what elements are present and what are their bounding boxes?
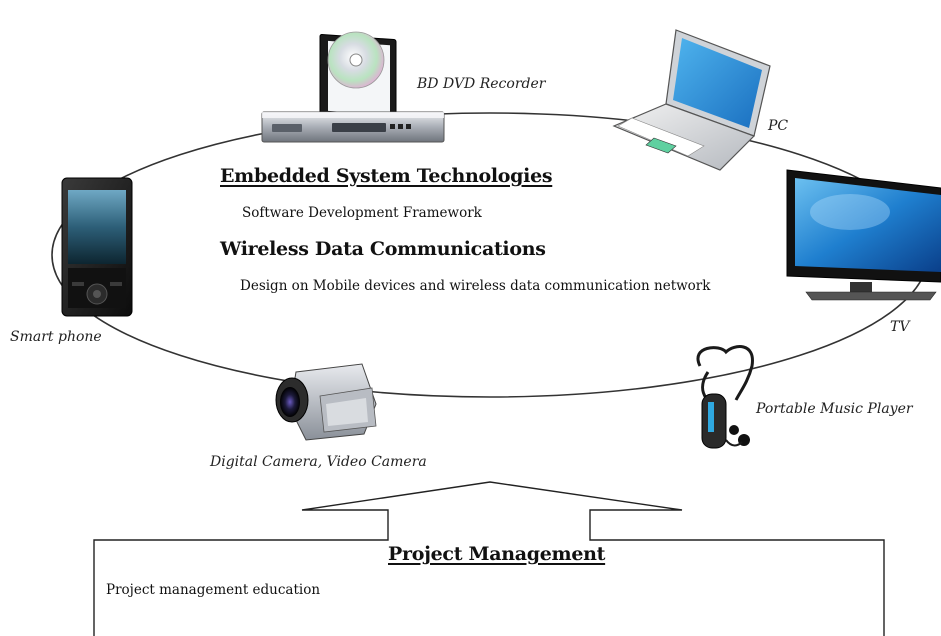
laptop-icon <box>612 29 771 171</box>
project-management-title: Project Management <box>388 543 606 565</box>
bd-dvd-recorder-label: BD DVD Recorder <box>416 76 547 92</box>
tv-label: TV <box>890 319 911 335</box>
smartphone-icon <box>61 177 133 317</box>
bd-dvd-recorder-icon <box>261 31 445 143</box>
camera-label: Digital Camera, Video Camera <box>209 454 427 470</box>
tv-icon <box>786 169 941 301</box>
sub-software-framework: Software Development Framework <box>242 205 482 221</box>
pc-label: PC <box>767 118 788 134</box>
smartphone-label: Smart phone <box>10 329 102 345</box>
sub-mobile-design: Design on Mobile devices and wireless da… <box>240 278 711 294</box>
project-management-callout <box>93 481 885 636</box>
project-management-body: Project management education <box>106 582 321 598</box>
music-player-label: Portable Music Player <box>755 401 914 417</box>
video-camera-icon <box>275 363 377 441</box>
music-player-icon <box>696 345 754 449</box>
heading-wireless-data: Wireless Data Communications <box>220 238 546 260</box>
heading-embedded-systems: Embedded System Technologies <box>220 165 553 187</box>
